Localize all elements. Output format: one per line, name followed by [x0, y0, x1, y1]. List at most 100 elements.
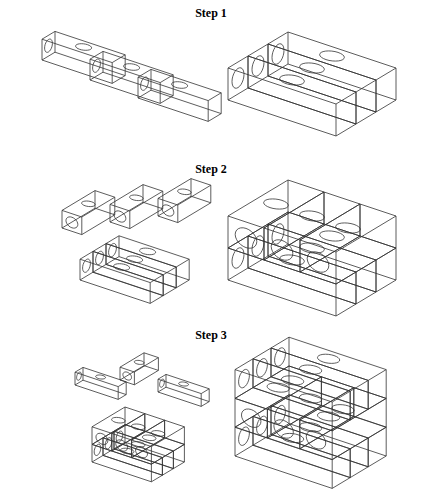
box-edge — [396, 248, 397, 280]
box-edge — [299, 420, 300, 449]
box-edge — [288, 212, 324, 224]
box-edge — [106, 244, 176, 267]
box-edge — [92, 444, 93, 462]
box-edge — [228, 248, 229, 280]
box-edge — [92, 407, 125, 427]
peg-hole — [134, 360, 144, 364]
box-edge — [120, 366, 144, 380]
loose-stick — [158, 374, 209, 406]
box-edge — [163, 275, 164, 296]
peg-hole — [239, 369, 250, 387]
box-edge — [201, 394, 202, 407]
box-edge — [336, 216, 396, 252]
box-edge — [80, 280, 150, 303]
box-edge — [350, 449, 351, 478]
box-edge — [201, 389, 209, 394]
box-edge — [106, 244, 176, 267]
peg-hole — [300, 63, 325, 73]
box-edge — [288, 32, 289, 64]
box-edge — [264, 260, 300, 272]
box-edge — [92, 462, 151, 482]
box-edge — [162, 458, 163, 476]
peg-hole — [332, 405, 354, 414]
peg-hole — [130, 195, 144, 201]
box-edge — [360, 204, 396, 216]
box-edge — [132, 420, 165, 440]
peg-hole — [257, 359, 268, 377]
box-edge — [235, 370, 332, 402]
box-edge — [356, 92, 357, 124]
box-edge — [132, 440, 152, 447]
box-edge — [235, 427, 236, 456]
box-edge — [336, 104, 337, 136]
box-edge — [253, 445, 350, 477]
box-edge — [134, 358, 158, 372]
box-edge — [90, 80, 160, 103]
box-edge — [111, 433, 112, 451]
box-edge — [248, 236, 249, 268]
box-edge — [189, 259, 190, 280]
box-edge — [332, 398, 386, 430]
box-edge — [228, 180, 288, 216]
step-heading: Step 3 — [195, 328, 227, 342]
box-edge — [289, 395, 386, 427]
peg-hole — [241, 409, 260, 427]
box-edge — [267, 377, 321, 409]
box-edge — [264, 228, 265, 260]
box-edge — [191, 179, 211, 186]
peg-hole — [83, 259, 91, 272]
box-edge — [271, 348, 368, 380]
peg-hole — [140, 248, 156, 255]
box-edge — [111, 433, 112, 451]
box-edge — [151, 447, 152, 465]
peg-hole — [307, 252, 329, 272]
box-edge — [75, 385, 118, 399]
box-edge — [386, 427, 387, 456]
peg-hole — [232, 68, 244, 88]
box-edge — [158, 196, 191, 216]
box-edge — [368, 398, 386, 409]
box-edge — [336, 124, 356, 136]
peg-hole — [317, 354, 339, 363]
box-edge — [80, 259, 150, 282]
box-edge — [289, 424, 386, 456]
box-edge — [368, 380, 369, 409]
peg-hole — [141, 77, 149, 90]
box-edge — [178, 203, 211, 223]
box-edge — [158, 198, 178, 205]
box-edge — [268, 44, 376, 80]
peg-hole — [76, 44, 92, 51]
peg-hole — [306, 431, 325, 449]
box-edge — [228, 216, 229, 248]
box-edge — [158, 179, 191, 199]
box-edge — [75, 380, 83, 385]
box-edge — [92, 427, 93, 445]
box-edge — [173, 75, 174, 96]
box-edge — [176, 267, 177, 288]
box-edge — [162, 469, 173, 476]
box-edge — [110, 185, 143, 205]
box-edge — [120, 367, 134, 372]
box-edge — [350, 391, 351, 420]
box-edge — [228, 216, 264, 228]
box-edge — [336, 304, 356, 316]
box-edge — [129, 211, 130, 229]
box-edge — [112, 451, 132, 458]
box-edge — [376, 68, 396, 80]
assembled-layer — [228, 32, 396, 136]
loose-stick — [158, 179, 211, 223]
peg-hole — [114, 211, 126, 222]
box-edge — [151, 464, 152, 482]
box-edge — [151, 69, 221, 92]
box-edge — [62, 208, 95, 228]
box-edge — [75, 372, 76, 385]
box-edge — [267, 409, 268, 438]
box-edge — [248, 76, 268, 88]
box-edge — [184, 427, 185, 445]
peg-hole — [116, 440, 128, 451]
box-edge — [62, 210, 63, 228]
peg-hole — [178, 189, 192, 195]
box-edge — [300, 449, 332, 460]
box-edge — [248, 56, 249, 88]
box-edge — [158, 392, 201, 406]
